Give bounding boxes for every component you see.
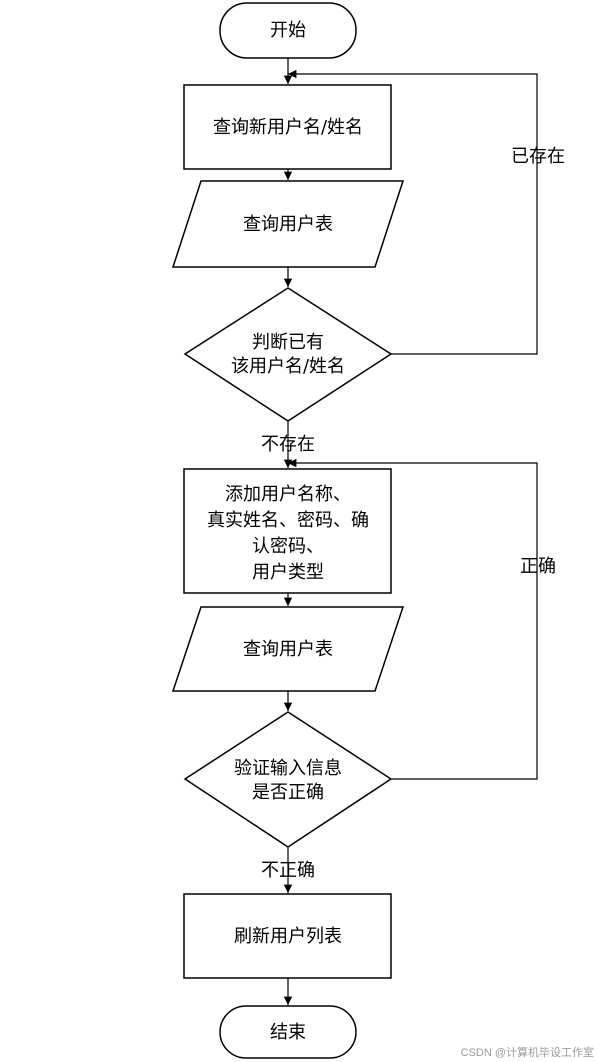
- correct-label: 正确: [520, 556, 556, 577]
- end-node: 结束: [219, 1005, 357, 1059]
- query-name-label: 查询新用户名/姓名: [213, 117, 363, 138]
- check-exists-line-1: 判断已有: [252, 332, 324, 353]
- query-table-1-node: 查询用户表: [171, 180, 405, 268]
- query-name-node: 查询新用户名/姓名: [183, 84, 392, 170]
- check-exists-node: 判断已有 该用户名/姓名: [183, 287, 393, 422]
- add-user-line-3: 认密码、: [252, 536, 324, 557]
- watermark-text: CSDN @计算机毕设工作室: [461, 1045, 594, 1059]
- validate-node: 验证输入信息 是否正确: [183, 711, 393, 848]
- refresh-label: 刷新用户列表: [234, 926, 342, 947]
- validate-line-1: 验证输入信息: [234, 758, 342, 779]
- connectors: [283, 58, 538, 1005]
- query-table-1-label: 查询用户表: [243, 214, 333, 235]
- add-user-line-1: 添加用户名称、: [225, 484, 351, 505]
- add-user-line-2: 真实姓名、密码、确: [207, 510, 369, 531]
- connector-correct-loop: [288, 458, 538, 780]
- end-label: 结束: [270, 1022, 306, 1043]
- not-exists-label: 不存在: [261, 434, 315, 455]
- connector-exists-loop: [288, 69, 538, 355]
- check-exists-line-2: 该用户名/姓名: [231, 356, 345, 377]
- refresh-node: 刷新用户列表: [183, 893, 392, 979]
- query-table-2-node: 查询用户表: [171, 606, 405, 692]
- exists-label: 已存在: [511, 146, 565, 167]
- query-table-2-label: 查询用户表: [243, 639, 333, 660]
- add-user-node: 添加用户名称、 真实姓名、密码、确 认密码、 用户类型: [183, 468, 392, 594]
- start-label: 开始: [270, 20, 306, 41]
- validate-line-2: 是否正确: [252, 782, 324, 803]
- add-user-line-4: 用户类型: [252, 562, 324, 583]
- incorrect-label: 不正确: [261, 860, 315, 881]
- start-node: 开始: [219, 2, 357, 59]
